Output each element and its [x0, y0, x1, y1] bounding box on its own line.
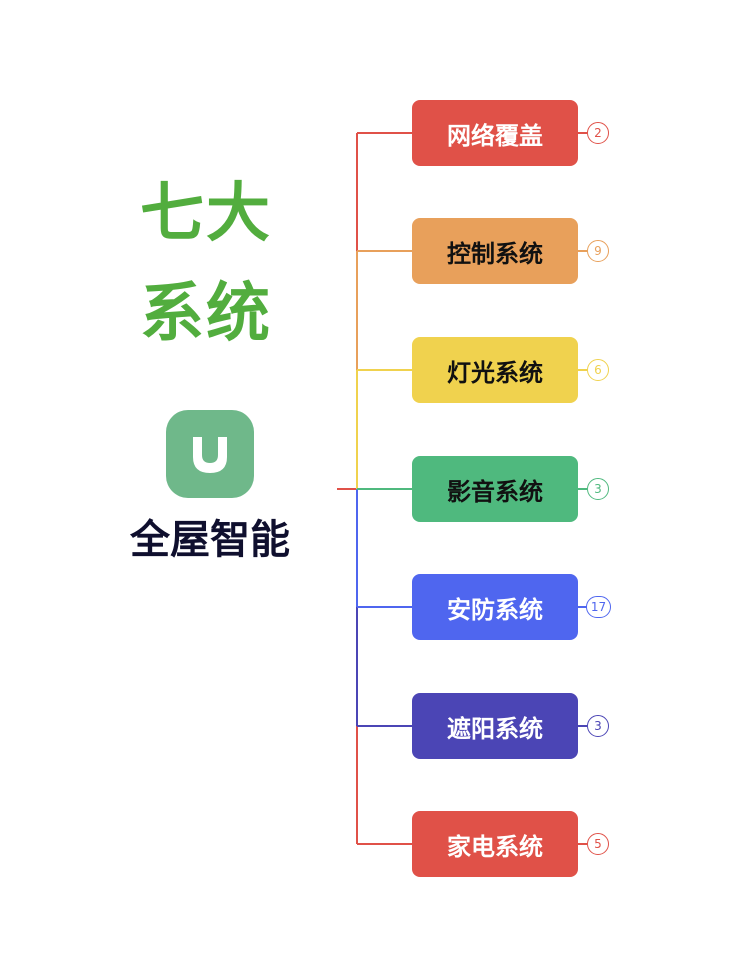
subtitle: 全屋智能	[130, 517, 290, 563]
count-badge[interactable]: 3	[587, 478, 609, 500]
count-badge[interactable]: 6	[587, 359, 609, 381]
count-badge[interactable]: 17	[586, 596, 611, 618]
branch-node[interactable]: 遮阳系统	[412, 693, 578, 759]
count-badge[interactable]: 2	[587, 122, 609, 144]
title-line-2: 系统	[140, 277, 272, 351]
branch-node[interactable]: 影音系统	[412, 456, 578, 522]
title-line-1: 七大	[140, 177, 272, 251]
count-badge[interactable]: 3	[587, 715, 609, 737]
branch-node[interactable]: 控制系统	[412, 218, 578, 284]
branch-node[interactable]: 网络覆盖	[412, 100, 578, 166]
mi-home-logo	[166, 410, 254, 498]
branch-node[interactable]: 安防系统	[412, 574, 578, 640]
count-badge[interactable]: 5	[587, 833, 609, 855]
branch-node[interactable]: 灯光系统	[412, 337, 578, 403]
branch-node[interactable]: 家电系统	[412, 811, 578, 877]
mi-home-icon	[193, 437, 227, 473]
count-badge[interactable]: 9	[587, 240, 609, 262]
